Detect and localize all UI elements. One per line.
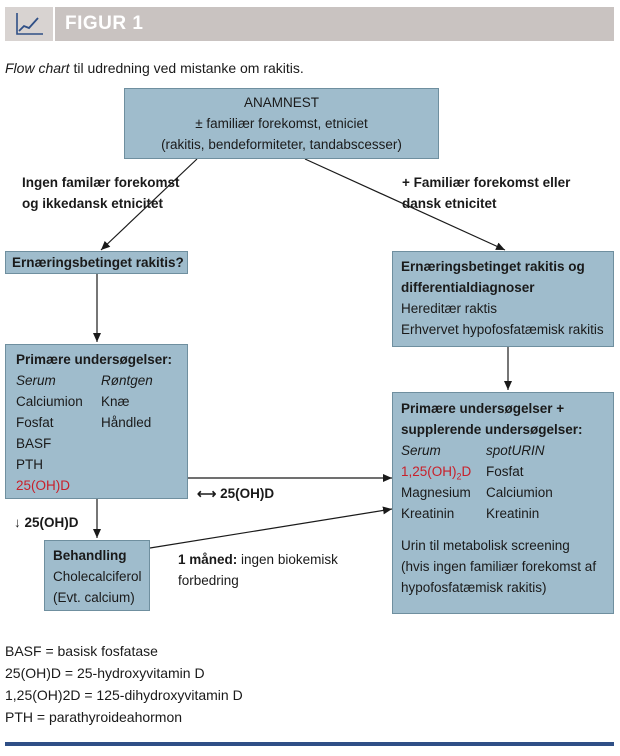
nutritional-rickets-title: Ernæringsbetinget rakitis? (12, 255, 184, 270)
differential-item1: Hereditær raktis (401, 301, 498, 316)
branch-left-line2: og ikkedansk etnicitet (22, 196, 164, 211)
extended-tests-box: Primære undersøgelser + supplerende unde… (392, 392, 614, 614)
treatment-line2: (Evt. calcium) (53, 590, 135, 605)
branch-left-line1: Ingen familær forekomst (22, 175, 180, 190)
line-chart-icon (16, 13, 43, 35)
primary-tests-box: Primære undersøgelser: Serum Røntgen Cal… (5, 344, 188, 499)
urine-note-line1: Urin til metabolisk screening (401, 538, 570, 553)
caption-text: til udredning ved mistanke om rakitis. (69, 60, 304, 76)
branch-left-label: Ingen familær forekomst og ikkedansk etn… (22, 172, 180, 214)
anamnest-line3: (rakitis, bendeformiteter, tandabscesser… (161, 137, 402, 152)
legend-item: PTH = parathyroideahormon (5, 709, 183, 725)
treatment-title: Behandling (53, 548, 127, 563)
legend-item: 1,25(OH)2D = 125-dihydroxyvitamin D (5, 687, 243, 703)
serum-heading: Serum (401, 443, 441, 458)
extended-tests-header-row: Serum spotURIN (401, 440, 613, 461)
followup-rest: ingen biokemisk (237, 552, 338, 567)
primary-cell: PTH (16, 457, 43, 472)
primary-cell: Fosfat (16, 415, 54, 430)
treatment-line1: Cholecalciferol (53, 569, 142, 584)
figure-caption: Flow chart til udredning ved mistanke om… (5, 60, 304, 76)
nutritional-rickets-box: Ernæringsbetinget rakitis? (5, 251, 188, 274)
differential-box: Ernæringsbetinget rakitis og differentia… (392, 251, 614, 347)
chart-icon-box (5, 7, 55, 41)
extended-cell: Fosfat (486, 464, 524, 479)
primary-tests-row: Calciumion Knæ (16, 391, 187, 412)
followup-label: 1 måned: ingen biokemisk forbedring (178, 549, 338, 591)
normal-vitamin-d-label: ⟷ 25(OH)D (197, 486, 275, 501)
primary-cell: Håndled (101, 415, 152, 430)
flow-connectors (93, 158, 512, 549)
legend-item: 25(OH)D = 25-hydroxyvitamin D (5, 665, 205, 681)
dihydroxy-vitamin-d-cell: 1,25(OH)2D (401, 464, 472, 482)
differential-title2: differentialdiagnoser (401, 280, 535, 295)
anamnest-title: ANAMNEST (243, 95, 319, 110)
branch-right-line1: + Familiær forekomst eller (402, 175, 571, 190)
primary-tests-row: BASF (16, 433, 187, 454)
urine-note-line2: (hvis ingen familiær forekomst af (401, 559, 597, 574)
differential-title1: Ernæringsbetinget rakitis og (401, 259, 585, 274)
primary-cell: BASF (16, 436, 52, 451)
primary-tests-title: Primære undersøgelser: (16, 352, 173, 367)
primary-tests-row: PTH (16, 454, 187, 475)
arrow-anamnest-to-left (100, 158, 198, 251)
low-vitamin-d-label: ↓ 25(OH)D (14, 515, 79, 530)
anamnest-box: ANAMNEST ± familiær forekomst, etniciet … (124, 88, 439, 159)
figure-title: FIGUR 1 (65, 13, 144, 34)
followup-bold: 1 måned: (178, 552, 238, 567)
serum-heading: Serum (16, 373, 56, 388)
primary-tests-row: Fosfat Håndled (16, 412, 187, 433)
branch-right-label: + Familiær forekomst eller dansk etnicit… (402, 172, 570, 214)
primary-tests-row-highlight: 25(OH)D (16, 475, 187, 496)
arrow-treatment-to-primary-right (149, 506, 393, 549)
primary-cell: Calciumion (16, 394, 83, 409)
extended-tests-row: Magnesium Calciumion (401, 482, 613, 503)
caption-italic: Flow chart (5, 60, 70, 76)
extended-cell: Calciumion (486, 485, 553, 500)
anamnest-line2: ± familiær forekomst, etniciet (195, 116, 368, 131)
arrow-anamnest-to-right (304, 158, 506, 251)
extended-tests-row: Kreatinin Kreatinin (401, 503, 613, 524)
extended-tests-row: 1,25(OH)2D Fosfat (401, 461, 613, 482)
urine-note-line3: hypofosfatæmisk rakitis) (401, 580, 547, 595)
legend-item: BASF = basisk fosfatase (5, 643, 158, 659)
abbreviation-legend: BASF = basisk fosfatase 25(OH)D = 25-hyd… (5, 640, 243, 728)
footer-bar (5, 742, 614, 746)
vitamin-d-cell: 25(OH)D (16, 478, 71, 493)
spot-urine-heading: spotURIN (486, 443, 545, 458)
treatment-box: Behandling Cholecalciferol (Evt. calcium… (44, 540, 150, 611)
extended-cell: Kreatinin (486, 506, 540, 521)
xray-heading: Røntgen (101, 373, 153, 388)
branch-right-line2: dansk etnicitet (402, 196, 497, 211)
extended-cell: Magnesium (401, 485, 471, 500)
extended-cell: Kreatinin (401, 506, 455, 521)
differential-item2: Erhvervet hypofosfatæmisk rakitis (401, 322, 604, 337)
followup-line2: forbedring (178, 573, 239, 588)
primary-cell: Knæ (101, 394, 130, 409)
extended-tests-title2: supplerende undersøgelser: (401, 422, 583, 437)
primary-tests-header-row: Serum Røntgen (16, 370, 187, 391)
figure-header: FIGUR 1 (5, 7, 614, 41)
extended-tests-title1: Primære undersøgelser + (401, 401, 565, 416)
